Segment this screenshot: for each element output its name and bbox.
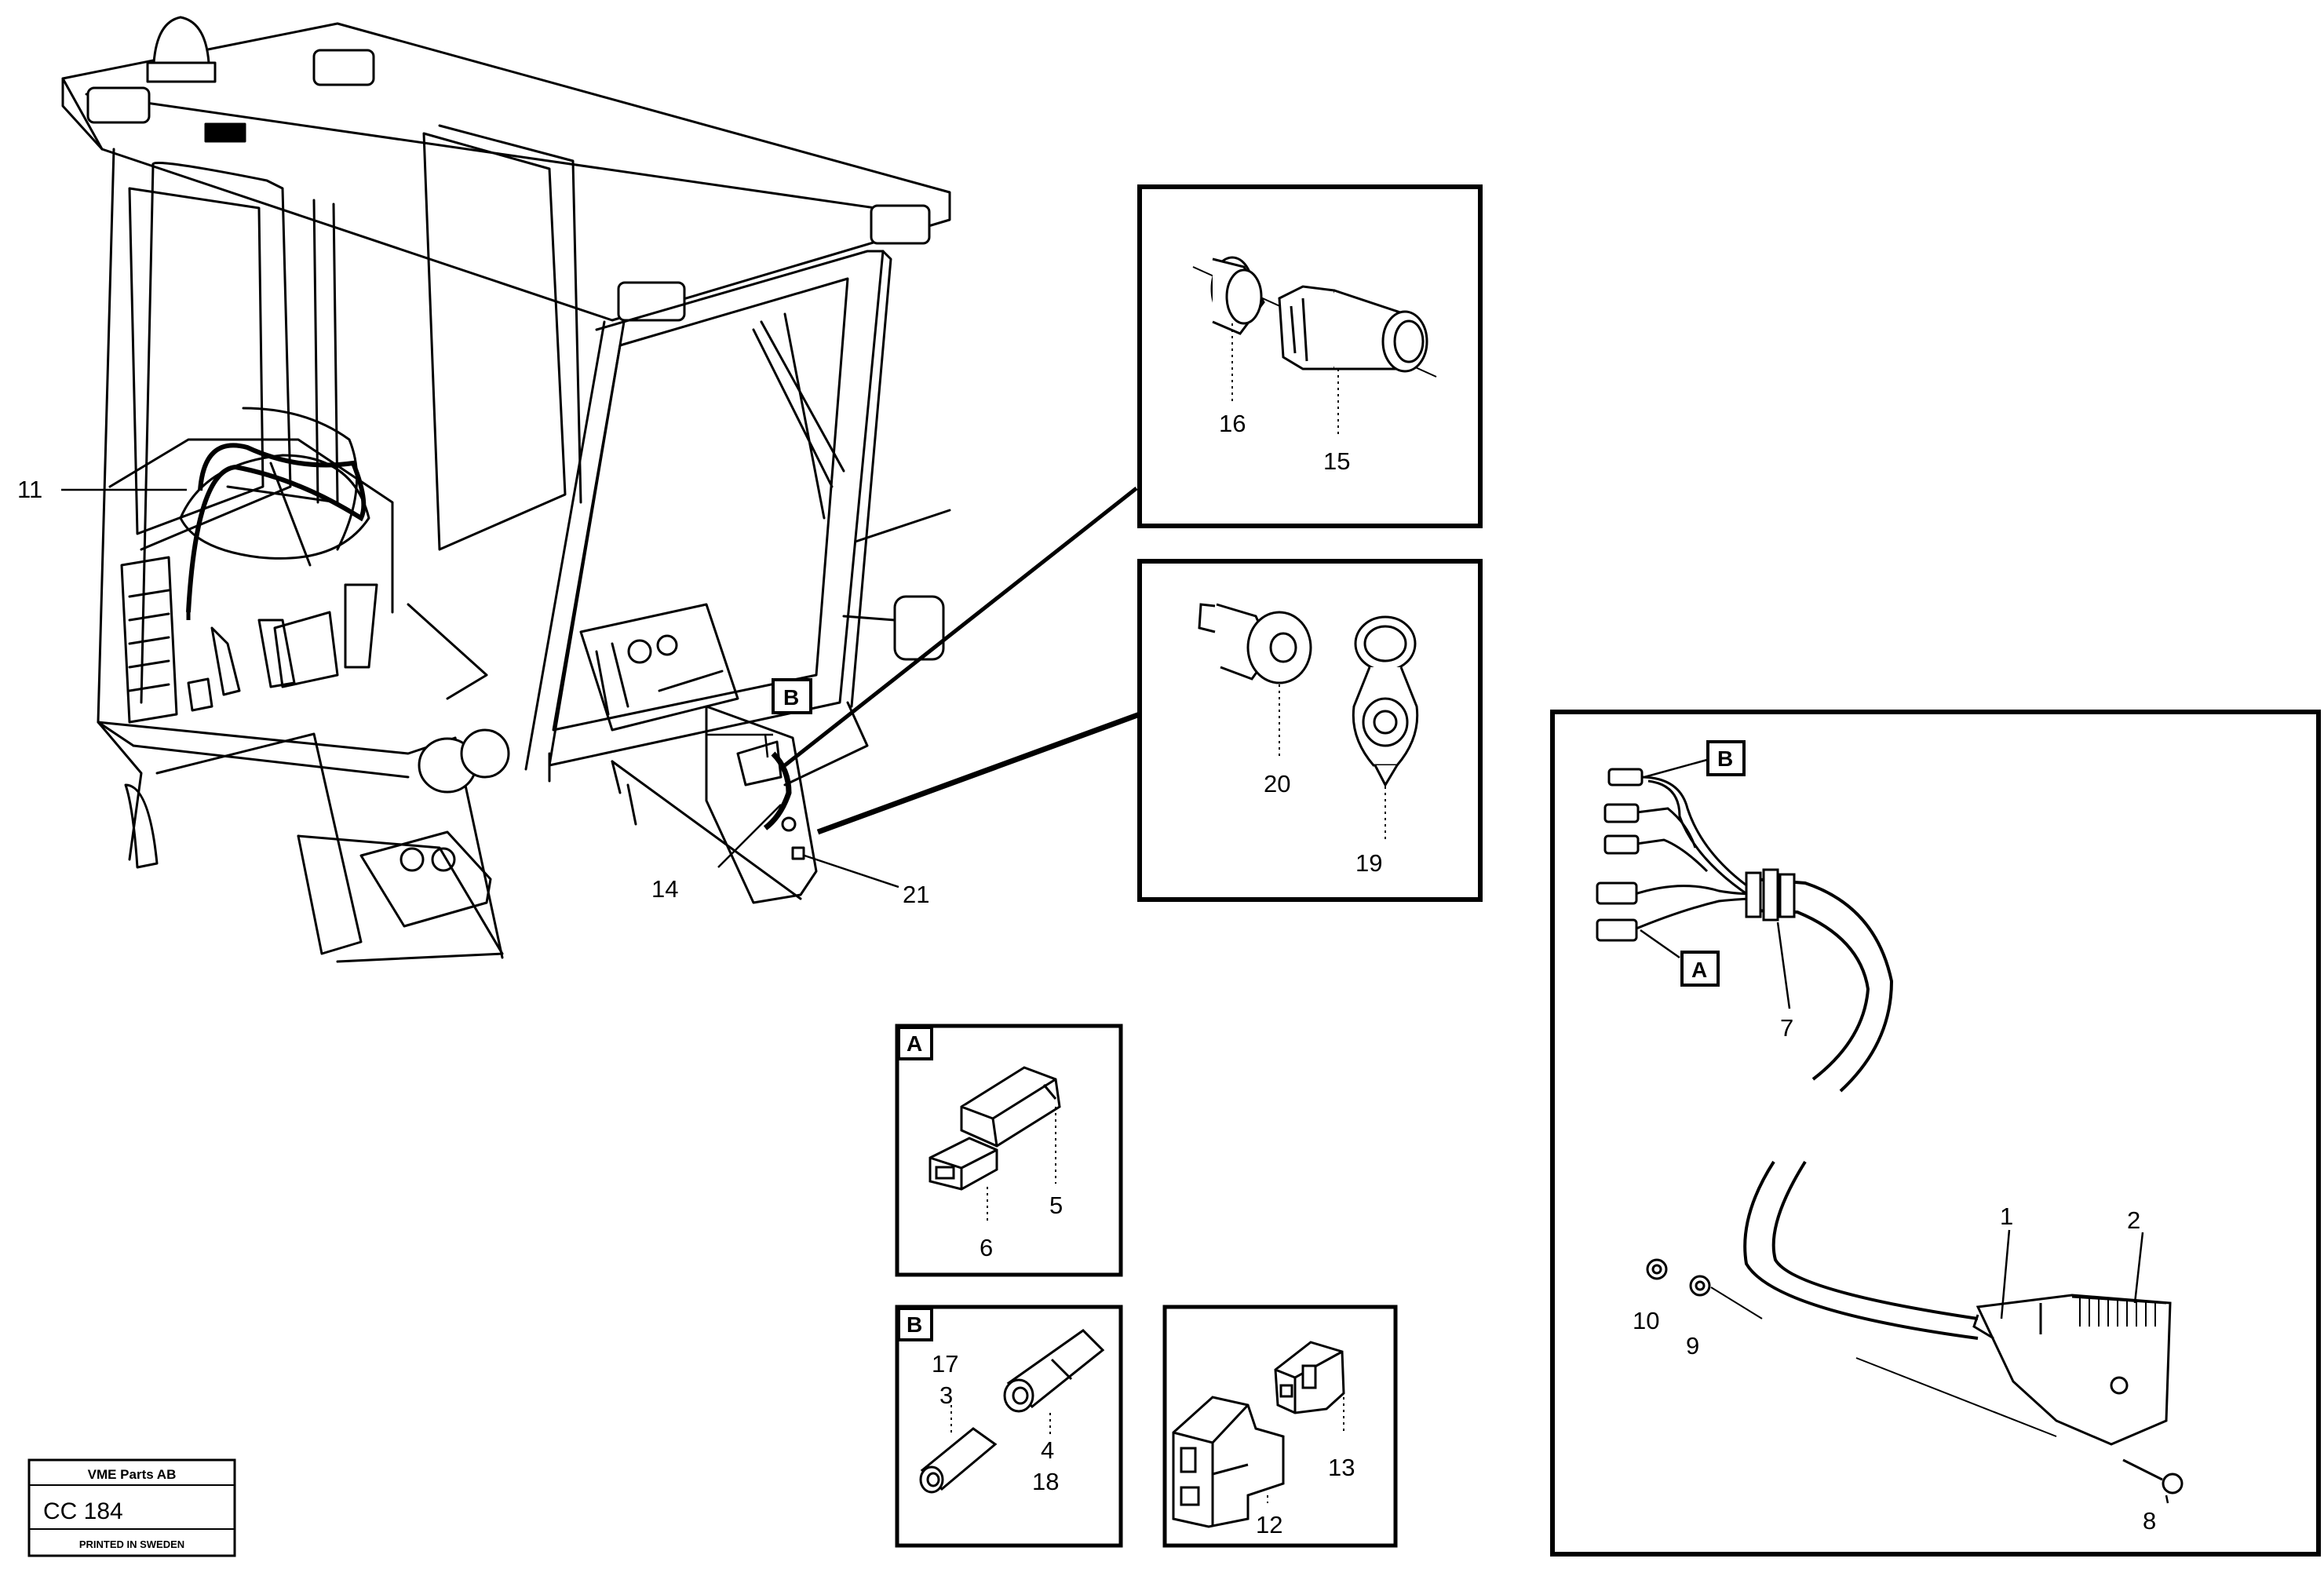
detail-box-lighter: 16 15 <box>1137 184 1483 528</box>
callout-6: 6 <box>980 1234 993 1261</box>
detail-marker-b-connector <box>1706 740 1746 776</box>
callout-5: 5 <box>1049 1192 1063 1219</box>
detail-marker-b-cab <box>772 678 812 714</box>
callout-18: 18 <box>1032 1468 1059 1495</box>
detail-marker-a-connector <box>1680 951 1720 987</box>
detail-letter-b: B <box>907 1312 922 1337</box>
detail-letter-b-connector: B <box>1717 746 1733 771</box>
callout-16: 16 <box>1219 410 1246 437</box>
callout-8: 8 <box>2143 1507 2156 1535</box>
callout-1: 1 <box>2000 1203 2013 1230</box>
callout-21: 21 <box>903 881 929 908</box>
callout-15: 15 <box>1323 447 1350 475</box>
detail-letter-a-connector: A <box>1691 958 1707 982</box>
drawing-code: CC 184 <box>43 1498 123 1524</box>
leaders-main <box>61 488 899 889</box>
detail-letter-b-cab: B <box>783 685 799 710</box>
callout-9: 9 <box>1686 1332 1699 1359</box>
callout-4: 4 <box>1041 1436 1054 1464</box>
printed-note: PRINTED IN SWEDEN <box>79 1538 184 1550</box>
detail-box-socket: 20 19 <box>1137 559 1483 902</box>
callout-14: 14 <box>651 875 678 903</box>
detail-box-12-13: 12 13 <box>1162 1305 1398 1548</box>
cable-14 <box>763 751 792 830</box>
leader-to-box-1 <box>783 487 1138 767</box>
title-block: VME Parts AB CC 184 PRINTED IN SWEDEN <box>27 1458 236 1557</box>
detail-box-a: A 5 6 <box>895 1024 1123 1277</box>
cable-11 <box>186 443 367 613</box>
callout-20: 20 <box>1264 770 1290 797</box>
callout-13: 13 <box>1328 1454 1355 1481</box>
detail-box-b: B 17 3 4 18 <box>895 1305 1123 1548</box>
detail-box-connector-cable: B A 7 1 2 10 9 8 <box>1550 710 2321 1557</box>
callout-7: 7 <box>1780 1014 1793 1042</box>
leader-to-box-2 <box>816 711 1141 835</box>
detail-letter-a: A <box>907 1031 922 1056</box>
callout-12: 12 <box>1256 1511 1282 1538</box>
company-name: VME Parts AB <box>88 1467 177 1482</box>
callout-2: 2 <box>2127 1206 2140 1234</box>
cab-illustration <box>61 16 951 963</box>
callout-10: 10 <box>1633 1307 1659 1334</box>
callout-17: 17 <box>932 1350 958 1378</box>
callout-19: 19 <box>1355 849 1382 877</box>
callout-3: 3 <box>939 1381 953 1409</box>
callout-11: 11 <box>17 476 42 503</box>
